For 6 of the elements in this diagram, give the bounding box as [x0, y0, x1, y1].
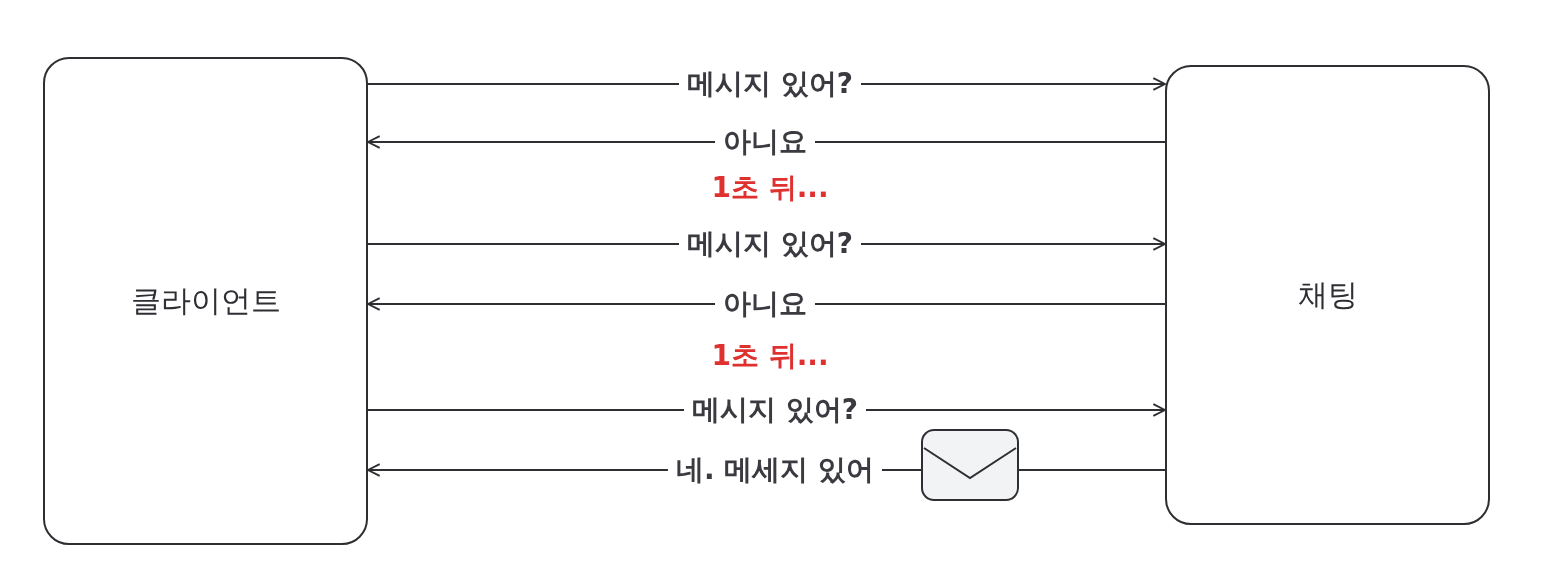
- node-label: 클라이언트: [130, 281, 281, 320]
- process-box: [1165, 65, 1490, 525]
- delay-note: 1초 뒤...: [711, 338, 829, 374]
- delay-note: 1초 뒤...: [711, 170, 829, 206]
- node-label: 채팅: [1297, 275, 1358, 314]
- process-box: [43, 57, 368, 545]
